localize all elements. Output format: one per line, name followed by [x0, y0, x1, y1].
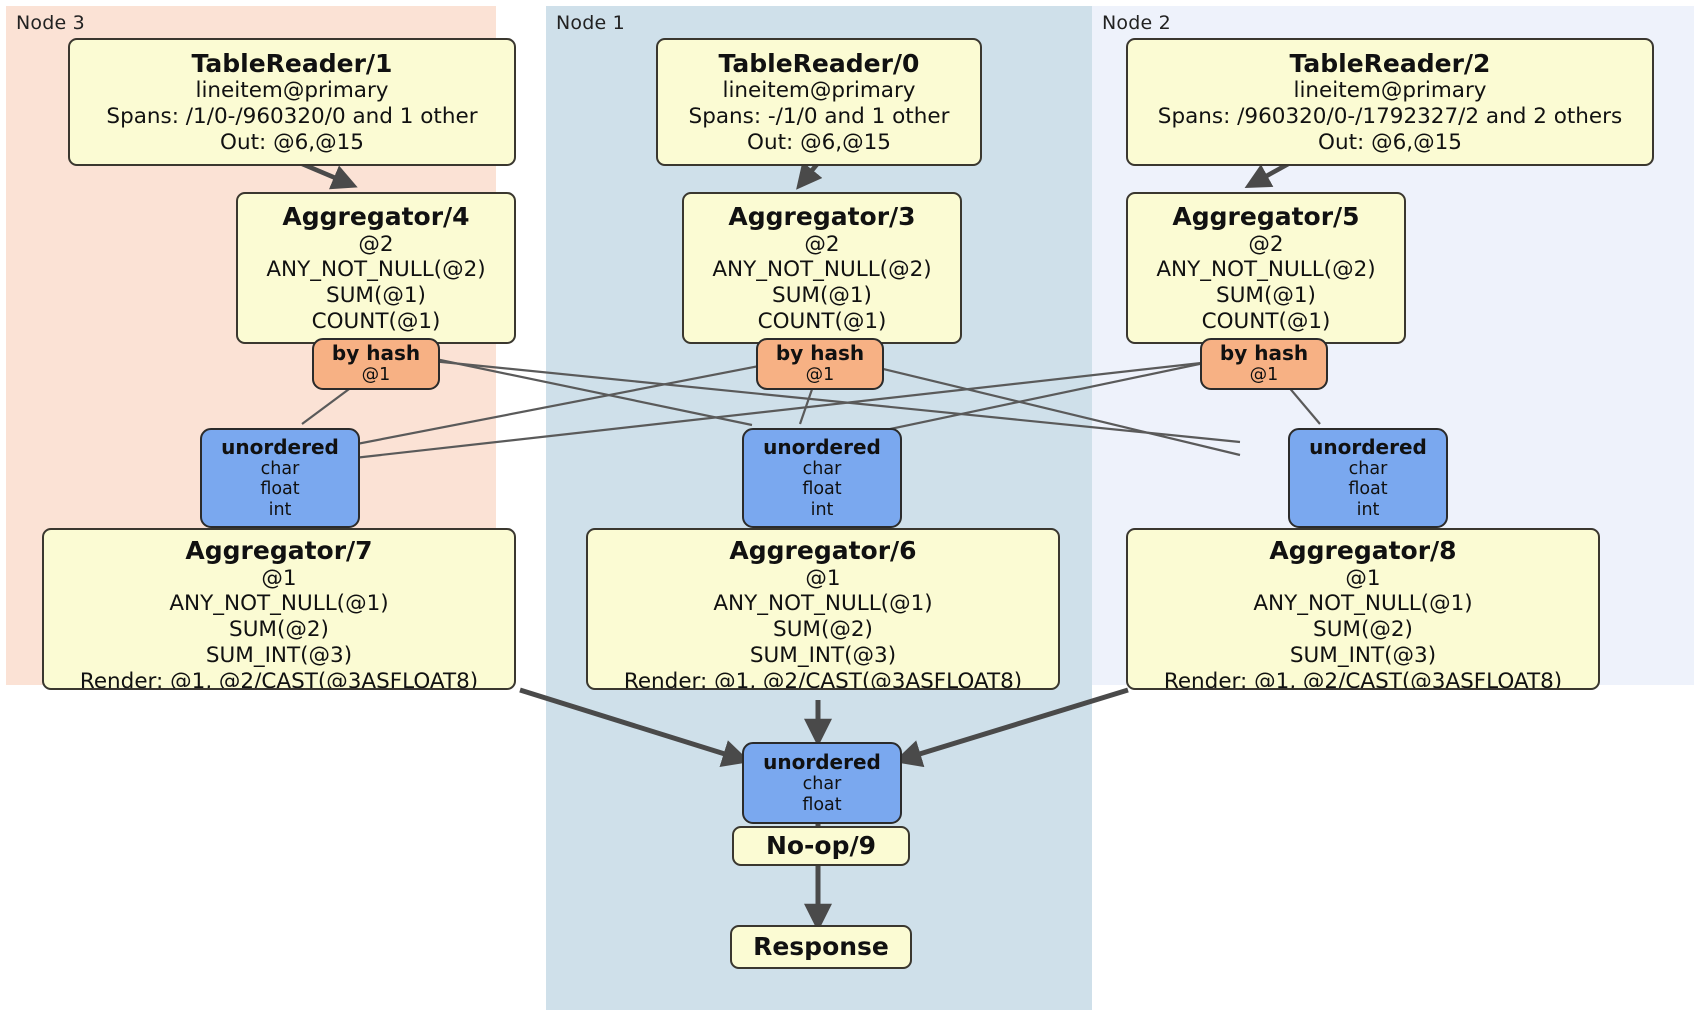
- router-title: unordered: [763, 434, 881, 459]
- processor-render-line: Render: @1, @2/CAST(@3ASFLOAT8): [623, 668, 1023, 690]
- processor-line: ANY_NOT_NULL(@2): [712, 257, 932, 283]
- router-title: unordered: [221, 434, 339, 459]
- processor-line: @2: [358, 231, 394, 257]
- router-line: float: [802, 794, 842, 815]
- processor-table-reader-1[interactable]: TableReader/1 lineitem@primary Spans: /1…: [68, 38, 516, 166]
- processor-title: Response: [753, 932, 889, 962]
- router-unordered-right[interactable]: unordered char float int: [1288, 428, 1448, 528]
- processor-title: TableReader/0: [718, 48, 920, 78]
- node-panel-label-node1: Node 1: [556, 12, 625, 34]
- router-line: int: [268, 499, 292, 520]
- processor-response[interactable]: Response: [730, 925, 912, 969]
- processor-title: TableReader/1: [191, 48, 393, 78]
- node-panel-label-node2: Node 2: [1102, 12, 1171, 34]
- processor-line: Spans: -/1/0 and 1 other: [688, 103, 950, 129]
- processor-line: lineitem@primary: [722, 78, 916, 104]
- router-by-hash-right[interactable]: by hash @1: [1200, 338, 1328, 390]
- processor-line: ANY_NOT_NULL(@1): [713, 591, 933, 617]
- router-title: unordered: [1309, 434, 1427, 459]
- router-title: by hash: [775, 341, 865, 366]
- router-line: char: [802, 773, 842, 794]
- processor-line: Out: @6,@15: [747, 129, 891, 155]
- processor-aggregator-5[interactable]: Aggregator/5 @2 ANY_NOT_NULL(@2) SUM(@1)…: [1126, 192, 1406, 344]
- processor-table-reader-2[interactable]: TableReader/2 lineitem@primary Spans: /9…: [1126, 38, 1654, 166]
- processor-title: Aggregator/5: [1172, 202, 1360, 231]
- processor-title: TableReader/2: [1289, 48, 1491, 78]
- processor-line: SUM(@1): [772, 283, 872, 309]
- router-line: int: [1356, 499, 1380, 520]
- processor-line: ANY_NOT_NULL(@1): [169, 591, 389, 617]
- processor-aggregator-4[interactable]: Aggregator/4 @2 ANY_NOT_NULL(@2) SUM(@1)…: [236, 192, 516, 344]
- processor-aggregator-6[interactable]: Aggregator/6 @1 ANY_NOT_NULL(@1) SUM(@2)…: [586, 528, 1060, 690]
- router-line: float: [260, 479, 300, 500]
- processor-line: SUM(@1): [1216, 283, 1316, 309]
- processor-line: COUNT(@1): [1201, 308, 1331, 334]
- processor-line: ANY_NOT_NULL(@1): [1253, 591, 1473, 617]
- processor-line: Spans: /1/0-/960320/0 and 1 other: [106, 103, 478, 129]
- processor-title: Aggregator/3: [728, 202, 916, 231]
- processor-line: @1: [261, 565, 297, 591]
- router-by-hash-center[interactable]: by hash @1: [756, 338, 884, 390]
- router-line: @1: [361, 365, 391, 386]
- processor-line: Spans: /960320/0-/1792327/2 and 2 others: [1157, 103, 1623, 129]
- processor-line: @2: [804, 231, 840, 257]
- processor-line: SUM(@2): [1313, 617, 1413, 643]
- processor-title: Aggregator/8: [1269, 536, 1457, 565]
- processor-title: Aggregator/7: [185, 536, 373, 565]
- processor-line: Out: @6,@15: [220, 129, 364, 155]
- router-line: @1: [805, 365, 835, 386]
- processor-line: SUM(@2): [773, 617, 873, 643]
- router-line: float: [1348, 479, 1388, 500]
- router-unordered-center[interactable]: unordered char float int: [742, 428, 902, 528]
- router-line: char: [1348, 458, 1388, 479]
- processor-aggregator-8[interactable]: Aggregator/8 @1 ANY_NOT_NULL(@1) SUM(@2)…: [1126, 528, 1600, 690]
- processor-line: lineitem@primary: [195, 78, 389, 104]
- processor-line: Out: @6,@15: [1318, 129, 1462, 155]
- processor-line: ANY_NOT_NULL(@2): [1156, 257, 1376, 283]
- processor-line: SUM(@2): [229, 617, 329, 643]
- processor-aggregator-3[interactable]: Aggregator/3 @2 ANY_NOT_NULL(@2) SUM(@1)…: [682, 192, 962, 344]
- router-title: by hash: [1219, 341, 1309, 366]
- processor-line: COUNT(@1): [311, 308, 441, 334]
- router-line: float: [802, 479, 842, 500]
- processor-title: No-op/9: [765, 831, 877, 861]
- processor-line: @1: [1345, 565, 1381, 591]
- router-line: int: [810, 499, 834, 520]
- processor-aggregator-7[interactable]: Aggregator/7 @1 ANY_NOT_NULL(@1) SUM(@2)…: [42, 528, 516, 690]
- processor-render-line: Render: @1, @2/CAST(@3ASFLOAT8): [1163, 668, 1563, 690]
- router-unordered-final[interactable]: unordered char float: [742, 742, 902, 824]
- processor-line: SUM_INT(@3): [749, 642, 897, 668]
- processor-line: COUNT(@1): [757, 308, 887, 334]
- router-line: @1: [1249, 365, 1279, 386]
- processor-line: @2: [1248, 231, 1284, 257]
- processor-line: ANY_NOT_NULL(@2): [266, 257, 486, 283]
- router-line: char: [802, 458, 842, 479]
- processor-render-line: Render: @1, @2/CAST(@3ASFLOAT8): [79, 668, 479, 690]
- processor-table-reader-0[interactable]: TableReader/0 lineitem@primary Spans: -/…: [656, 38, 982, 166]
- router-line: char: [260, 458, 300, 479]
- node-panel-label-node3: Node 3: [16, 12, 85, 34]
- router-unordered-left[interactable]: unordered char float int: [200, 428, 360, 528]
- processor-line: SUM_INT(@3): [1289, 642, 1437, 668]
- processor-line: SUM_INT(@3): [205, 642, 353, 668]
- processor-line: @1: [805, 565, 841, 591]
- processor-title: Aggregator/6: [729, 536, 917, 565]
- processor-no-op-9[interactable]: No-op/9: [732, 826, 910, 866]
- processor-line: SUM(@1): [326, 283, 426, 309]
- router-title: by hash: [331, 341, 421, 366]
- router-title: unordered: [763, 749, 881, 774]
- processor-title: Aggregator/4: [282, 202, 470, 231]
- processor-line: lineitem@primary: [1293, 78, 1487, 104]
- router-by-hash-left[interactable]: by hash @1: [312, 338, 440, 390]
